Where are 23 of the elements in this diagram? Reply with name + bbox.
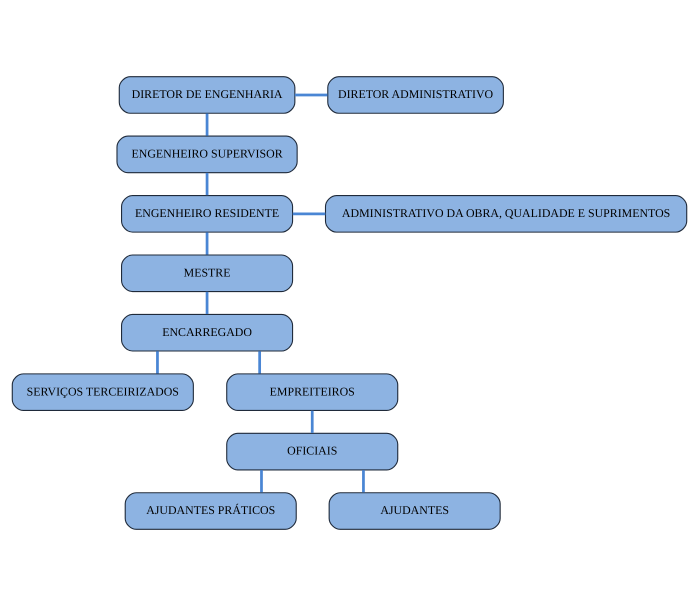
connector: [260, 470, 263, 492]
connector: [156, 351, 159, 374]
node-box: SERVIÇOS TERCEIRIZADOS: [12, 373, 194, 411]
connector: [292, 212, 326, 216]
connector: [206, 113, 208, 136]
node-box: DIRETOR DE ENGENHARIA: [118, 76, 296, 114]
connector: [206, 292, 208, 314]
node-box: ADMINISTRATIVO DA OBRA, QUALIDADE E SUPRIMENTOS: [324, 195, 688, 233]
node-box: AJUDANTES: [328, 492, 501, 530]
connector: [294, 94, 328, 96]
connector: [362, 470, 365, 492]
node-box: AJUDANTES PRÁTICOS: [124, 492, 297, 530]
node-box: OFICIAIS: [226, 432, 398, 470]
connector: [206, 172, 208, 196]
node-box: ENGENHEIRO SUPERVISOR: [116, 136, 298, 174]
connector: [206, 232, 208, 255]
node-box: MESTRE: [121, 254, 294, 292]
node-box: DIRETOR ADMINISTRATIVO: [327, 76, 504, 114]
node-box: ENGENHEIRO RESIDENTE: [121, 195, 294, 233]
connector: [310, 410, 314, 433]
node-box: ENCARREGADO: [121, 314, 294, 352]
node-box: EMPREITEIROS: [226, 373, 398, 411]
connector: [258, 351, 262, 374]
